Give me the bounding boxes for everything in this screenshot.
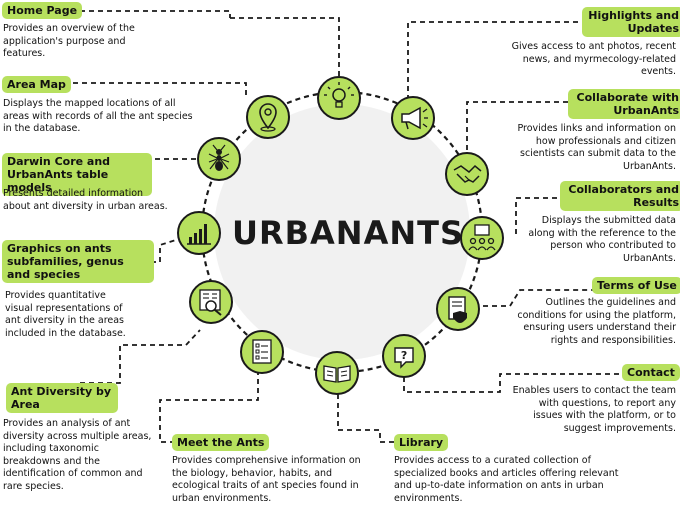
center-circle [214, 104, 470, 360]
connector-terms [474, 289, 598, 307]
connector-meet [159, 370, 259, 443]
label-home-page[interactable]: Home Page [2, 2, 83, 19]
bar-chart-icon[interactable] [177, 211, 221, 255]
question-bubble-icon[interactable]: ? [382, 334, 426, 378]
desc-graphics: Provides quantitative visual representat… [5, 290, 126, 339]
label-ant-diversity[interactable]: Ant Diversity by Area [6, 383, 118, 413]
label-contact[interactable]: Contact [622, 364, 680, 381]
connector-highlights [407, 21, 582, 100]
label-collaborate[interactable]: Collaborate with UrbanAnts [568, 89, 680, 119]
magnifier-list-icon[interactable] [189, 280, 233, 324]
label-meet-the-ants[interactable]: Meet the Ants [172, 434, 270, 451]
label-graphics[interactable]: Graphics on ants subfamilies, genus and … [2, 240, 154, 283]
desc-contact: Enables users to contact the team with q… [512, 385, 676, 434]
label-library[interactable]: Library [394, 434, 449, 451]
desc-darwin-core: Presents detailed information about ant … [3, 188, 168, 212]
desc-collaborators: Displays the submitted data along with t… [528, 215, 676, 264]
handshake-icon[interactable] [445, 152, 489, 196]
connector-home-2 [230, 17, 340, 76]
location-pin-icon[interactable] [246, 95, 290, 139]
label-highlights[interactable]: Highlights and Updates [582, 7, 680, 37]
icon-nodes: ? [177, 76, 504, 395]
desc-ant-diversity: Provides an analysis of ant diversity ac… [3, 418, 152, 492]
desc-meet-the-ants: Provides comprehensive information on th… [172, 455, 361, 504]
label-area-map[interactable]: Area Map [2, 76, 71, 93]
team-icon[interactable] [460, 216, 504, 260]
connector-library [337, 394, 394, 443]
center-title: URBANANTS [232, 214, 464, 252]
open-book-icon[interactable] [315, 351, 359, 395]
desc-highlights: Gives access to ant photos, recent news,… [511, 41, 676, 77]
connector-home [80, 10, 231, 18]
desc-area-map: Displays the mapped locations of all are… [3, 98, 193, 134]
svg-text:?: ? [401, 349, 407, 362]
bulb-icon[interactable] [317, 76, 361, 120]
label-darwin-core[interactable]: Darwin Core and UrbanAnts table models [2, 153, 152, 196]
connector-contact [403, 368, 620, 393]
connector-collaborate [466, 101, 568, 150]
shield-document-icon[interactable] [436, 287, 480, 331]
megaphone-icon[interactable] [391, 96, 435, 140]
desc-collaborate: Provides links and information on how pr… [517, 123, 676, 172]
ant-icon[interactable] [197, 137, 241, 181]
desc-home-page: Provides an overview of the application'… [3, 23, 135, 59]
connector-collaborators [515, 197, 560, 234]
label-collaborators[interactable]: Collaborators and Results [560, 181, 680, 211]
connector-areamap [73, 82, 247, 95]
checklist-icon[interactable] [240, 330, 284, 374]
desc-library: Provides access to a curated collection … [394, 455, 619, 504]
desc-terms-of-use: Outlines the guidelines and conditions f… [517, 297, 676, 346]
label-terms-of-use[interactable]: Terms of Use [592, 277, 680, 294]
